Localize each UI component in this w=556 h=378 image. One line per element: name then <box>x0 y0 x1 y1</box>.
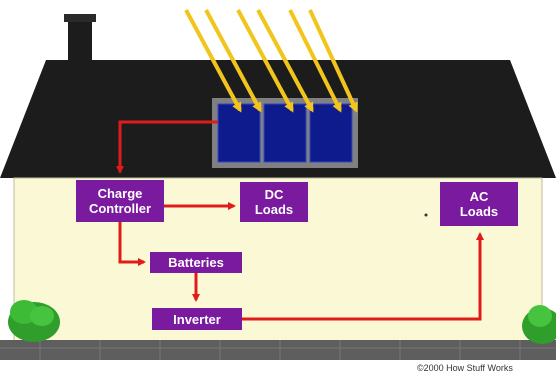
sidewalk-lines <box>0 340 556 360</box>
batteries-box: Batteries <box>150 252 242 273</box>
dc-loads-label-line2: Loads <box>254 202 294 217</box>
bush-right <box>522 305 556 344</box>
inverter-box: Inverter <box>152 308 242 330</box>
wire-controller-to-batteries <box>118 222 146 266</box>
inverter-label: Inverter <box>173 311 221 327</box>
sun-ray-4 <box>256 9 314 113</box>
wire-inverter-to-ac-loads <box>242 232 484 321</box>
sun-ray-3 <box>236 9 294 113</box>
copyright-notice: ©2000 How Stuff Works <box>417 363 513 373</box>
charge-controller-label-line1: Charge <box>97 186 143 201</box>
sun-ray-6 <box>308 9 358 113</box>
batteries-label: Batteries <box>168 255 224 270</box>
charge-controller-label-line2: Controller <box>88 201 152 216</box>
solar-panel-cell-2 <box>263 103 307 163</box>
charge-controller-box: Charge Controller <box>76 180 164 222</box>
ground-sidewalk <box>0 340 556 360</box>
solar-panel <box>212 98 358 168</box>
sun-ray-2 <box>204 9 262 113</box>
wire-panel-to-controller <box>116 120 218 174</box>
ac-loads-label-line1: AC <box>469 189 489 204</box>
dc-loads-label-line1: DC <box>264 187 284 202</box>
ac-loads-label-line2: Loads <box>459 204 499 219</box>
sun-rays <box>184 9 358 113</box>
bush-left <box>8 300 60 342</box>
solar-panel-cell-1 <box>217 103 261 163</box>
solar-panel-cell-3 <box>309 103 353 163</box>
chimney-cap <box>64 14 96 22</box>
wall-dot <box>424 213 428 217</box>
dc-loads-box: DC Loads <box>240 182 308 222</box>
sun-ray-1 <box>184 9 242 113</box>
sun-ray-5 <box>288 9 342 113</box>
wiring <box>116 120 484 321</box>
ac-loads-box: AC Loads <box>440 182 518 226</box>
